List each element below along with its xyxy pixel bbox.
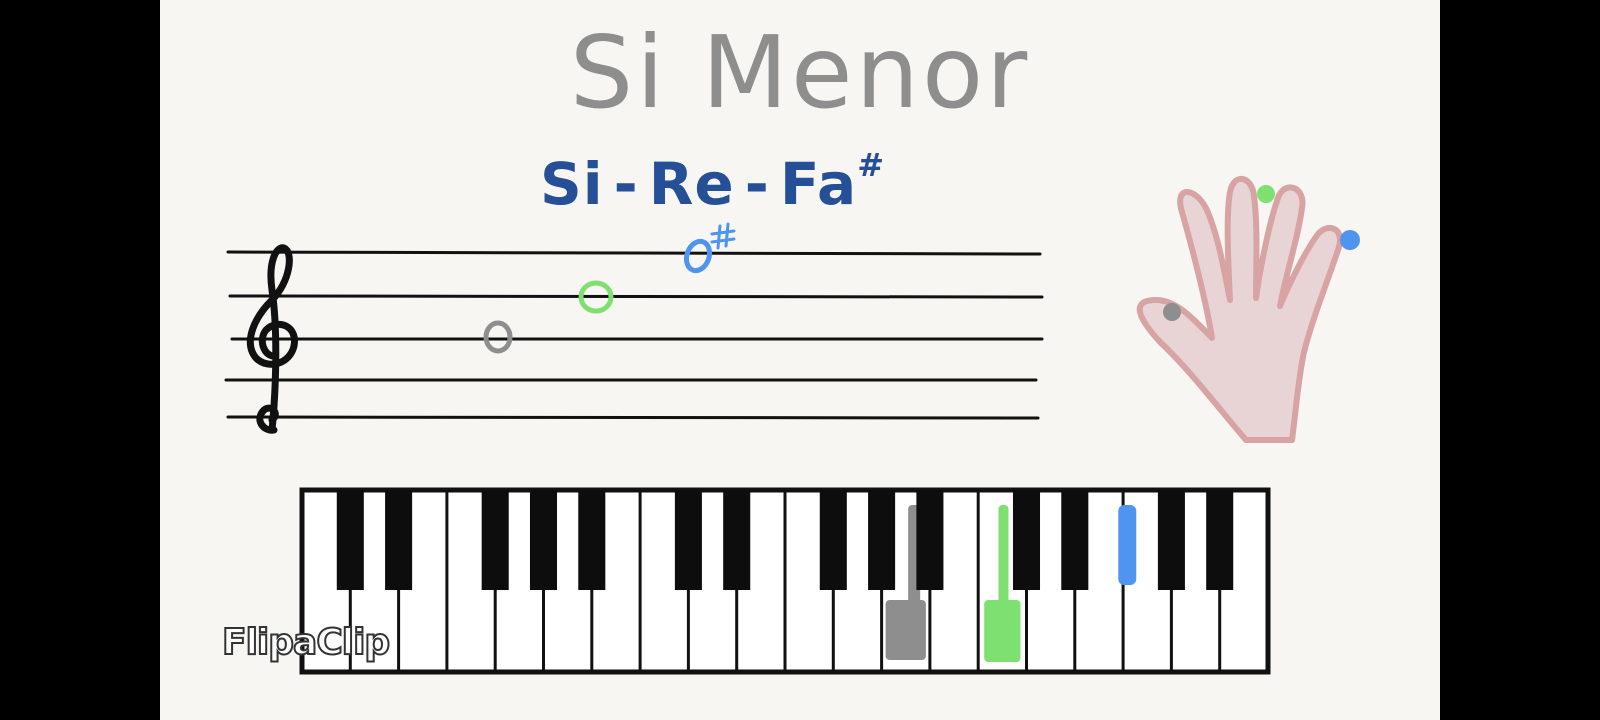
black-key bbox=[529, 490, 558, 590]
staff-line bbox=[226, 250, 1042, 256]
black-key bbox=[578, 490, 606, 590]
black-key bbox=[385, 490, 413, 590]
note-re bbox=[578, 280, 614, 314]
highlight-key-re-stem bbox=[998, 505, 1009, 615]
middle-finger-dot bbox=[1257, 185, 1275, 203]
black-key bbox=[481, 490, 509, 590]
black-key bbox=[819, 490, 847, 590]
thumb-dot bbox=[1163, 303, 1181, 321]
page-title: Si Menor bbox=[569, 14, 1031, 131]
chord-note-2: Re bbox=[648, 150, 735, 218]
treble-clef-icon bbox=[246, 244, 298, 434]
chord-separator: - bbox=[744, 150, 770, 218]
black-key bbox=[868, 490, 896, 590]
staff bbox=[224, 176, 1360, 675]
chord-note-1: Si bbox=[540, 150, 604, 218]
sharp-sign-icon bbox=[710, 222, 736, 250]
black-key bbox=[916, 490, 944, 590]
piano-keyboard bbox=[299, 487, 1271, 675]
chord-separator: - bbox=[613, 150, 639, 218]
black-key bbox=[1206, 490, 1234, 590]
chord-sharp-sign: # bbox=[857, 146, 885, 184]
black-key bbox=[1012, 490, 1041, 590]
staff-line bbox=[226, 415, 1040, 420]
staff-line bbox=[228, 294, 1044, 299]
note-si bbox=[483, 320, 513, 354]
highlight-key-fa-sharp bbox=[1118, 505, 1137, 585]
pinky-dot bbox=[1340, 230, 1360, 250]
black-key bbox=[723, 490, 751, 590]
black-key bbox=[1061, 490, 1089, 590]
black-key bbox=[336, 490, 364, 590]
drawing-canvas: Si Menor Si-Re-Fa# bbox=[160, 0, 1440, 720]
highlight-key-re bbox=[984, 600, 1021, 662]
note-fa-sharp bbox=[683, 238, 713, 274]
black-key bbox=[1157, 490, 1185, 590]
chord-notes: Si-Re-Fa# bbox=[540, 146, 885, 218]
chord-note-3: Fa bbox=[779, 150, 858, 218]
watermark-logo: FlipaClip bbox=[221, 621, 391, 664]
hand-icon bbox=[1136, 176, 1360, 443]
black-key bbox=[674, 490, 702, 590]
